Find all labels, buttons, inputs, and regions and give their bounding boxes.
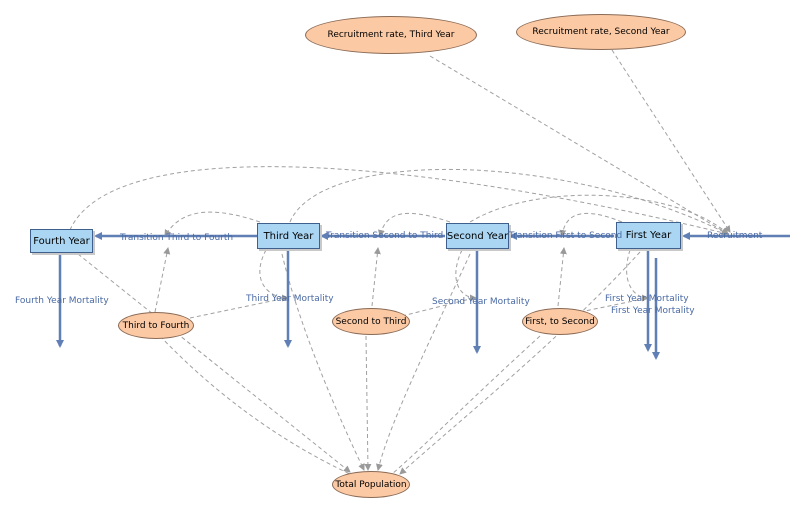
link-third-loop-mortality [259,249,289,302]
flow-pipes [56,232,790,360]
link-second-to-recruitment [469,194,729,235]
link-recruit-rate-second-to-recruitment [611,49,731,233]
first-year-stock: First Year [616,222,681,249]
link-fs-to-first-mortality [579,297,649,313]
link-second-to-second-to-third [377,213,451,237]
second-year-stock: Second Year [446,223,509,249]
fourth-year-mortality-label: Fourth Year Mortality [15,296,109,306]
link-first-loop-mortality [626,249,649,302]
link-second-loop-mortality [455,249,477,302]
link-st-to-transition [371,247,381,307]
link-fourth-to-total [77,253,351,473]
link-third-to-total [281,253,365,471]
total-population: Total Population [332,471,410,498]
third-year-mortality-label: Third Year Mortality [246,294,334,304]
link-tf-to-transition [154,247,171,313]
second-year-mortality-label: Second Year Mortality [432,297,530,307]
transition-second-to-third-label: Transition Second to Third [326,231,444,241]
first-year-mortality-label-a: First Year Mortality [605,294,689,304]
link-fourth-to-recruitment [69,166,729,236]
transition-third-to-fourth-label: Transition Third to Fourth [120,233,234,243]
first-to-second: First, to Second [522,308,598,335]
link-st-to-total [364,335,372,471]
link-first-to-total [399,251,641,475]
third-year-stock: Third Year [257,223,320,249]
link-fs-to-transition [557,247,567,307]
first-year-mortality-label-b: First Year Mortality [611,306,695,316]
fourth-year-stock: Fourth Year [30,229,93,253]
link-third-to-recruitment [289,168,729,235]
recruitment-rate-second-year: Recruitment rate, Second Year [516,14,686,50]
link-st-to-second-mortality [401,297,475,317]
link-third-to-third-to-fourth [164,211,261,237]
link-recruit-rate-third-to-recruitment [429,55,729,235]
recruitment-label: Recruitment [707,231,763,241]
transition-first-to-second-label: Transition First to Second [509,231,623,241]
link-fs-to-total [391,335,541,475]
influence-links [69,49,731,475]
link-first-to-first-to-second [559,213,623,237]
second-to-third: Second to Third [332,308,410,335]
link-second-to-total [376,253,471,471]
link-tf-to-total [159,335,351,475]
recruitment-rate-third-year: Recruitment rate, Third Year [305,16,477,54]
third-to-fourth: Third to Fourth [118,312,194,339]
link-tf-to-third-mortality [189,297,287,319]
